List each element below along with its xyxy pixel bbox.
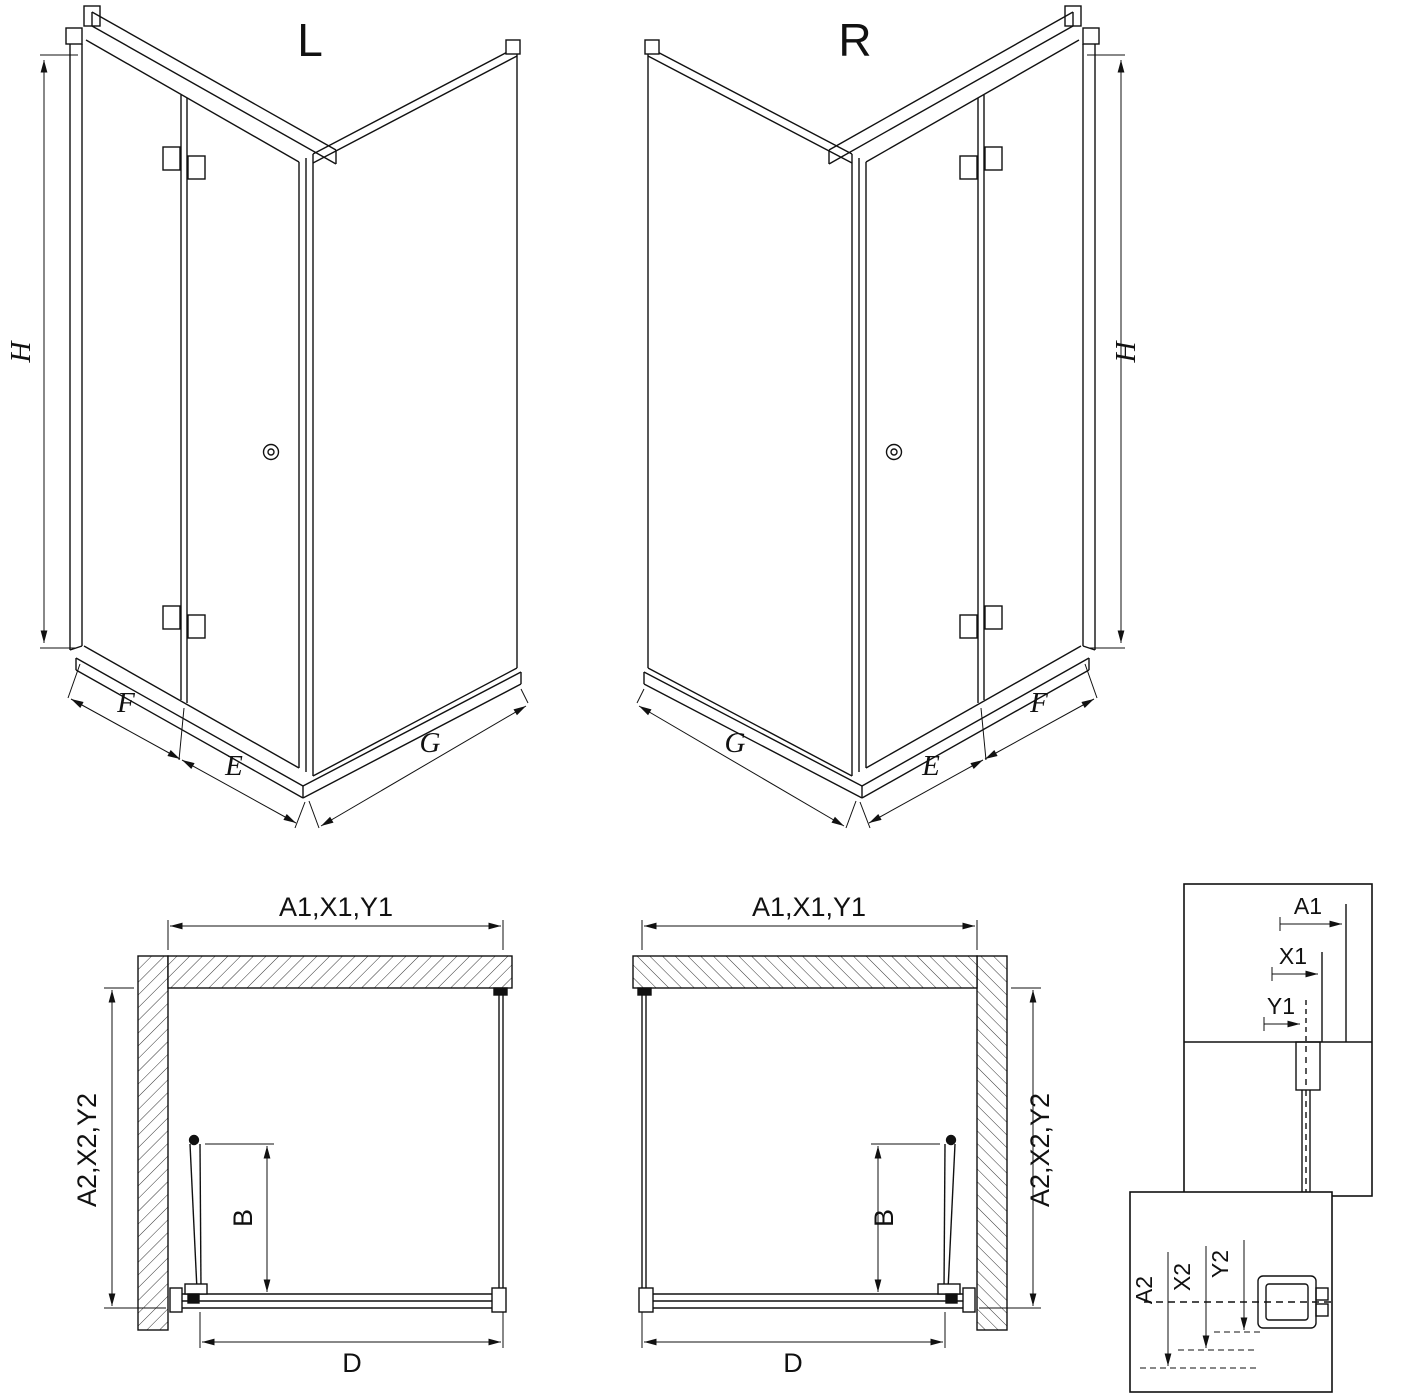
plan-top-dim-left: A1,X1,Y1	[279, 892, 393, 922]
dim-label-h-left: H	[5, 339, 37, 363]
plan-side-dim-left: A2,X2,Y2	[72, 1093, 102, 1207]
detail-dim-y2: Y2	[1207, 1250, 1233, 1278]
plan-side-dim-right: A2,X2,Y2	[1025, 1093, 1055, 1207]
detail-dim-x1: X1	[1279, 943, 1307, 969]
dim-label-e-right: E	[921, 750, 940, 782]
dim-label-e-left: E	[224, 750, 243, 782]
detail-view-floor-profile: A2 X2 Y2	[1129, 1191, 1333, 1393]
detail-dim-a2: A2	[1131, 1276, 1157, 1304]
detail-dim-a1: A1	[1294, 893, 1322, 919]
variant-label-left: L	[297, 14, 323, 66]
dim-label-f-right: F	[1029, 687, 1048, 719]
variant-label-right: R	[838, 14, 871, 66]
dim-label-g-right: G	[725, 727, 746, 759]
plan-width-dim-right: D	[783, 1348, 803, 1378]
dim-label-f-left: F	[116, 687, 135, 719]
plan-door-dim-left: B	[228, 1209, 258, 1227]
plan-view-left: A1,X1,Y1 A2,X2,Y2 B D	[72, 892, 512, 1378]
plan-view-right: A1,X1,Y1 A2,X2,Y2 B D	[633, 892, 1055, 1378]
detail-dim-x2: X2	[1169, 1263, 1195, 1291]
dim-label-h-right: H	[1110, 339, 1142, 363]
detail-view-wall-profile: A1 X1 Y1	[1183, 883, 1373, 1197]
plan-top-dim-right: A1,X1,Y1	[752, 892, 866, 922]
iso-view-left: L H F E G	[5, 6, 528, 828]
iso-view-right: R H G E F	[637, 6, 1142, 828]
detail-dim-y1: Y1	[1267, 993, 1295, 1019]
plan-width-dim-left: D	[342, 1348, 362, 1378]
plan-door-dim-right: B	[869, 1209, 899, 1227]
dim-label-g-left: G	[420, 727, 441, 759]
